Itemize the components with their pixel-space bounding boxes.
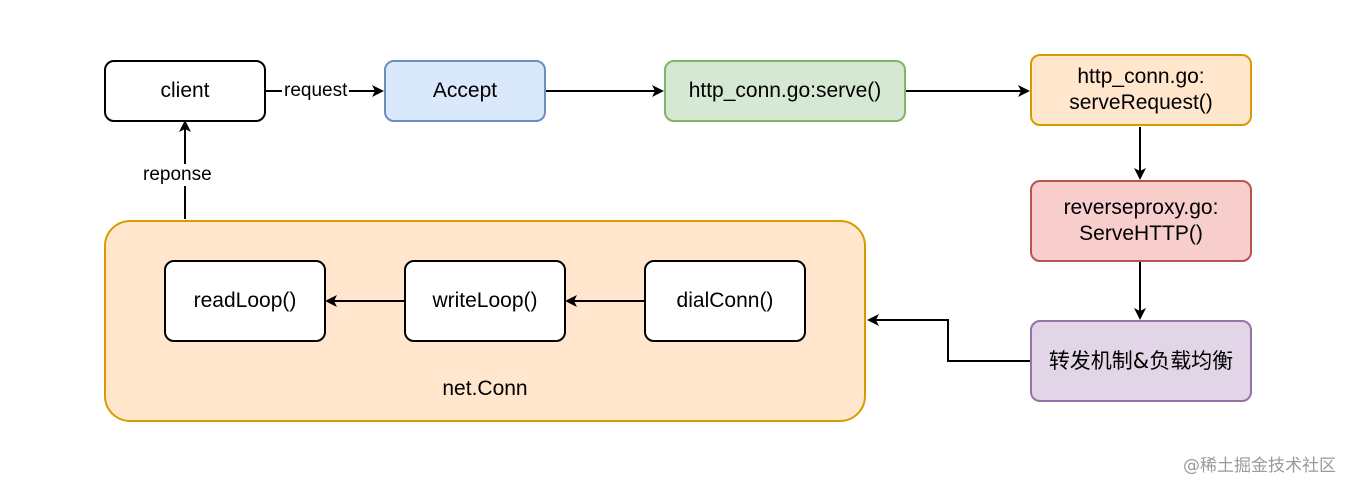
node-dialconn: dialConn() xyxy=(644,260,806,342)
node-readloop: readLoop() xyxy=(164,260,326,342)
node-reverseproxy-label: reverseproxy.go: ServeHTTP() xyxy=(1063,196,1219,245)
node-writeloop-label: writeLoop() xyxy=(432,289,538,312)
netconn-label: net.Conn xyxy=(442,377,528,400)
node-serve: http_conn.go:serve() xyxy=(664,60,906,122)
node-writeloop: writeLoop() xyxy=(404,260,566,342)
node-reverseproxy: reverseproxy.go: ServeHTTP() xyxy=(1030,180,1252,262)
node-serve-request: http_conn.go: serveRequest() xyxy=(1030,54,1252,126)
node-client-label: client xyxy=(160,79,210,102)
node-serve-label: http_conn.go:serve() xyxy=(688,79,882,102)
arrow-lb-netconn xyxy=(867,314,1030,362)
node-serve-request-label: http_conn.go: serveRequest() xyxy=(1069,65,1213,114)
node-load-balance: 转发机制&负载均衡 xyxy=(1030,320,1252,402)
edge-label-request: request xyxy=(282,80,350,102)
node-client: client xyxy=(104,60,266,122)
node-dialconn-label: dialConn() xyxy=(676,289,774,312)
node-accept-label: Accept xyxy=(432,79,498,102)
watermark: @稀土掘金技术社区 xyxy=(1183,456,1336,476)
edge-label-response: reponse xyxy=(141,164,214,186)
node-readloop-label: readLoop() xyxy=(193,289,297,312)
node-load-balance-label: 转发机制&负载均衡 xyxy=(1048,349,1234,373)
node-accept: Accept xyxy=(384,60,546,122)
